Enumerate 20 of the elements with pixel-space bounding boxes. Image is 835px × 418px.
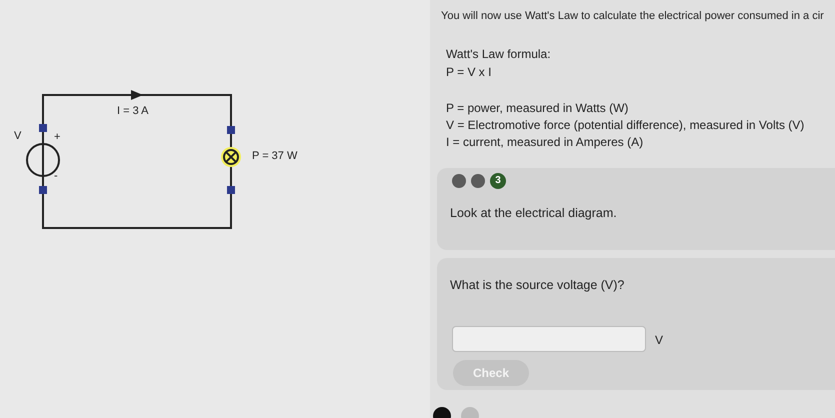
polarity-label: - (54, 170, 58, 182)
intro-text: You will now use Watt's Law to calculate the electrical power consumed in a cir (441, 10, 824, 22)
polarity-label: + (54, 131, 60, 143)
unit-label: V (655, 333, 664, 347)
lamp-symbol (221, 147, 241, 167)
edge-label: I = 3 A (117, 105, 148, 117)
source-label: V (14, 130, 22, 142)
prompt-text: What is the source voltage (V)? (450, 278, 624, 292)
definition-text: P = power, measured in Watts (W) (446, 101, 628, 115)
question-card (437, 168, 835, 250)
power-label: P = 37 W (252, 150, 298, 162)
prompt-text: Look at the electrical diagram. (450, 206, 617, 220)
formula-heading: Watt's Law formula: (446, 47, 551, 61)
step-number: 3 (490, 173, 506, 189)
wire (42, 167, 232, 229)
voltage-source-symbol (26, 143, 60, 177)
formula-text: P = V x I (446, 65, 492, 79)
definition-text: V = Electromotive force (potential difference), measured in Volts (V) (446, 118, 804, 132)
wire (42, 90, 232, 147)
definition-text: I = current, measured in Amperes (A) (446, 135, 644, 149)
